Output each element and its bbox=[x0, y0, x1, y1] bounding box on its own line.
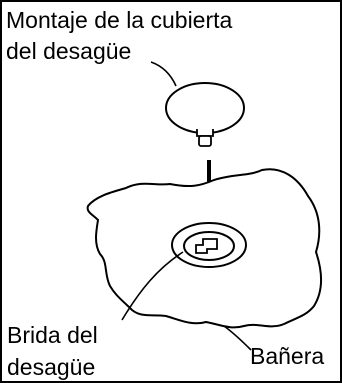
drain-flange-leader-line bbox=[121, 251, 184, 321]
drain-flange-label-line2: desagüe bbox=[7, 354, 95, 380]
cover-assembly-leader-line bbox=[150, 61, 177, 87]
drain-cover-cap bbox=[165, 82, 245, 147]
cover-assembly-label-line1: Montaje de la cubierta bbox=[6, 7, 233, 33]
cover-assembly-label-line2: del desagüe bbox=[6, 38, 131, 64]
bathtub-label: Bañera bbox=[250, 343, 324, 369]
drain-flange-label-line1: Brida del bbox=[7, 322, 98, 348]
drain-flange bbox=[171, 222, 247, 268]
bathtub-leader-line bbox=[223, 325, 252, 351]
